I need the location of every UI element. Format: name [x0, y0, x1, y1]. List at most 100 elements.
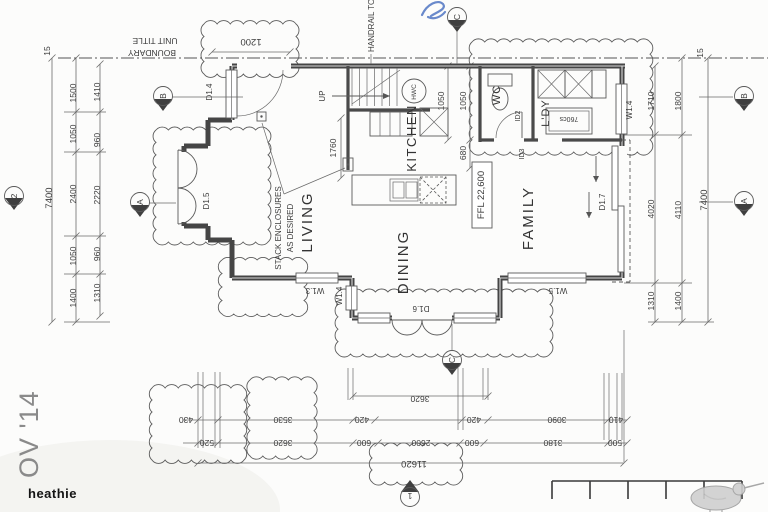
door-id2	[495, 111, 523, 139]
grid-marker-1: 1	[400, 480, 420, 507]
dim-label: 520	[200, 438, 214, 448]
dim-tick	[456, 439, 464, 447]
dim-tick	[96, 60, 104, 68]
left-dimensions: 15 7400 1500 1050 2400 1050 1400 1410 96…	[42, 46, 102, 307]
revision-cloud	[246, 376, 318, 460]
dim-tick	[651, 62, 659, 70]
dim-label: 15	[42, 46, 52, 56]
room-label-kitchen: KITCHEN	[404, 104, 419, 172]
svg-text:2: 2	[9, 193, 19, 198]
dim-tick	[466, 136, 474, 144]
doors	[177, 69, 631, 336]
svg-text:B: B	[158, 93, 168, 99]
cooktop	[369, 111, 413, 137]
dim-tick	[48, 54, 56, 62]
dim-label: 960	[92, 247, 102, 261]
blue-pen-mark	[420, 0, 447, 20]
windows	[225, 69, 628, 324]
laundry-tub	[545, 107, 593, 135]
door-d17-slider	[586, 139, 631, 283]
room-labels: LIVING DINING KITCHEN FAMILY WC L'DY	[299, 85, 552, 294]
dim-label: 680	[458, 146, 468, 160]
date-watermark: OV '14	[14, 390, 44, 478]
dim-label: 15	[695, 48, 705, 58]
dim-label: 1410	[92, 82, 102, 101]
dim-label: 1500	[68, 83, 78, 102]
tag-id2: ID2	[515, 110, 522, 121]
toilet-cistern	[487, 73, 513, 87]
window-w15	[507, 272, 587, 284]
window-w14-low	[345, 285, 358, 311]
dim-label: 4110	[673, 201, 683, 220]
dim-label: 600	[465, 438, 479, 448]
grid-markers: 2 B A C C	[4, 7, 754, 507]
door-d14	[236, 69, 284, 117]
dim-label: 420	[467, 415, 481, 425]
revision-cloud	[152, 126, 272, 246]
room-label-laundry: L'DY	[540, 99, 552, 127]
dim-label: 1050	[436, 91, 446, 110]
toilet-bowl	[491, 87, 509, 111]
note-up: UP	[318, 90, 327, 101]
wc-laundry-fittings	[487, 69, 607, 135]
tag-d15: D1.5	[202, 192, 211, 209]
tag-w14-low: W1.4	[335, 286, 344, 305]
tag-d17: D1.7	[598, 193, 607, 210]
laundry-cabinets	[537, 69, 607, 99]
right-dimensions: 15 1710 4020 1310 1800 4110 1400 7400	[646, 48, 710, 310]
svg-text:A: A	[135, 199, 145, 205]
dim-label: 1050	[458, 91, 468, 110]
dim-tick	[484, 416, 492, 424]
door-d15-french	[177, 149, 198, 225]
dim-tick	[623, 416, 631, 424]
note-tub-size: 760cs	[559, 115, 578, 122]
grid-marker-2: 2	[4, 186, 24, 210]
dim-label: 7400	[699, 189, 710, 210]
tag-id3: ID3	[519, 148, 526, 159]
dim-tick	[480, 439, 488, 447]
revision-cloud	[334, 288, 554, 358]
dim-tick	[208, 48, 216, 56]
note-stack-line1: STACK ENCLOSURES	[274, 186, 283, 269]
dim-label: 1400	[673, 291, 683, 310]
dim-label: 1050	[68, 124, 78, 143]
dim-tick	[678, 54, 686, 62]
dim-label: 4020	[646, 199, 656, 218]
interior-dimensions: 1200 1760 1050 1050 680	[240, 36, 468, 160]
island-bench	[351, 174, 457, 206]
dim-label: 960	[92, 133, 102, 147]
dim-tick	[194, 459, 202, 467]
dim-tick	[444, 136, 452, 144]
dim-tick	[349, 416, 357, 424]
dim-label: 410	[609, 415, 623, 425]
scale-bar	[551, 480, 743, 499]
dim-tick	[96, 312, 104, 320]
revision-cloud	[148, 384, 248, 464]
entry-sidelight-window	[225, 69, 238, 119]
dim-label: 1310	[92, 283, 102, 302]
note-hwc: HWC	[411, 84, 418, 100]
note-ffl: FFL 22,600	[476, 171, 487, 219]
ffl-label-box	[471, 161, 493, 229]
room-label-living: LIVING	[299, 191, 316, 252]
dim-label: 600	[357, 438, 371, 448]
dim-tick	[337, 114, 345, 122]
dim-tick	[48, 318, 56, 326]
room-label-family: FAMILY	[520, 186, 537, 250]
note-stack-line2: AS DESIRED	[286, 204, 295, 253]
revision-cloud	[217, 256, 309, 318]
dim-label: 1800	[673, 91, 683, 110]
up-arrow	[383, 93, 390, 99]
dim-label: 1400	[68, 288, 78, 307]
dim-tick	[620, 459, 628, 467]
boundary-label-line2: BOUNDARY	[128, 48, 176, 58]
tag-d16: D1.6	[412, 304, 429, 313]
unit-title-boundary: UNIT TITLE BOUNDARY	[58, 36, 768, 59]
dim-tick	[458, 416, 466, 424]
dim-label: 1310	[646, 291, 656, 310]
stack-enclosures	[256, 111, 354, 195]
note-handrail: HANDRAIL TO	[367, 0, 376, 52]
svg-text:C: C	[452, 14, 462, 20]
